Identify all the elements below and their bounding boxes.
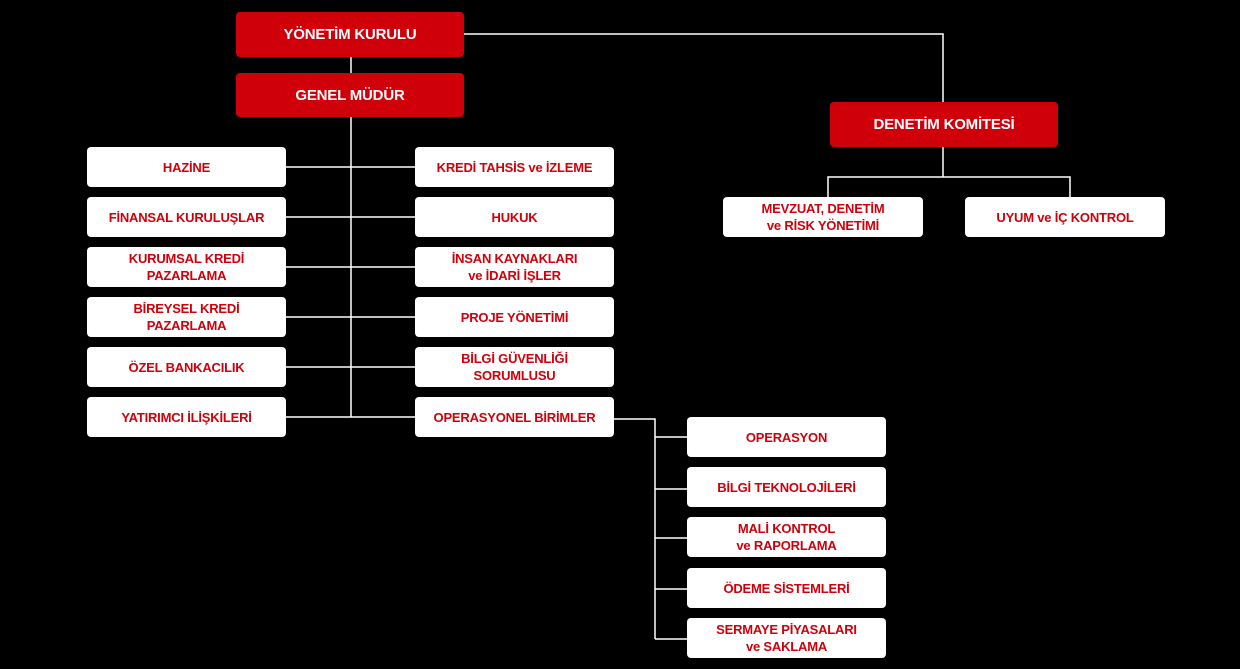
unit-treasury: HAZİNE	[87, 147, 286, 187]
unit-financial-institutions: FİNANSAL KURULUŞLAR	[87, 197, 286, 237]
unit-operational-units: OPERASYONEL BİRİMLER	[415, 397, 614, 437]
audit-committee-box: DENETİM KOMİTESİ	[830, 102, 1058, 147]
unit-information-technologies: BİLGİ TEKNOLOJİLERİ	[687, 467, 886, 507]
unit-project-management: PROJE YÖNETİMİ	[415, 297, 614, 337]
unit-compliance-audit-risk: MEVZUAT, DENETİM ve RİSK YÖNETİMİ	[723, 197, 923, 237]
unit-compliance-internal-control: UYUM ve İÇ KONTROL	[965, 197, 1165, 237]
general-manager-box: GENEL MÜDÜR	[236, 73, 464, 117]
unit-payment-systems: ÖDEME SİSTEMLERİ	[687, 568, 886, 608]
unit-credit-allocation: KREDİ TAHSİS ve İZLEME	[415, 147, 614, 187]
unit-human-resources: İNSAN KAYNAKLARI ve İDARİ İŞLER	[415, 247, 614, 287]
board-box: YÖNETİM KURULU	[236, 12, 464, 57]
unit-retail-credit-marketing: BİREYSEL KREDİ PAZARLAMA	[87, 297, 286, 337]
unit-corporate-credit-marketing: KURUMSAL KREDİ PAZARLAMA	[87, 247, 286, 287]
unit-operations: OPERASYON	[687, 417, 886, 457]
unit-capital-markets: SERMAYE PİYASALARI ve SAKLAMA	[687, 618, 886, 658]
unit-private-banking: ÖZEL BANKACILIK	[87, 347, 286, 387]
unit-information-security: BİLGİ GÜVENLİĞİ SORUMLUSU	[415, 347, 614, 387]
unit-financial-control: MALİ KONTROL ve RAPORLAMA	[687, 517, 886, 557]
unit-legal: HUKUK	[415, 197, 614, 237]
unit-investor-relations: YATIRIMCI İLİŞKİLERİ	[87, 397, 286, 437]
